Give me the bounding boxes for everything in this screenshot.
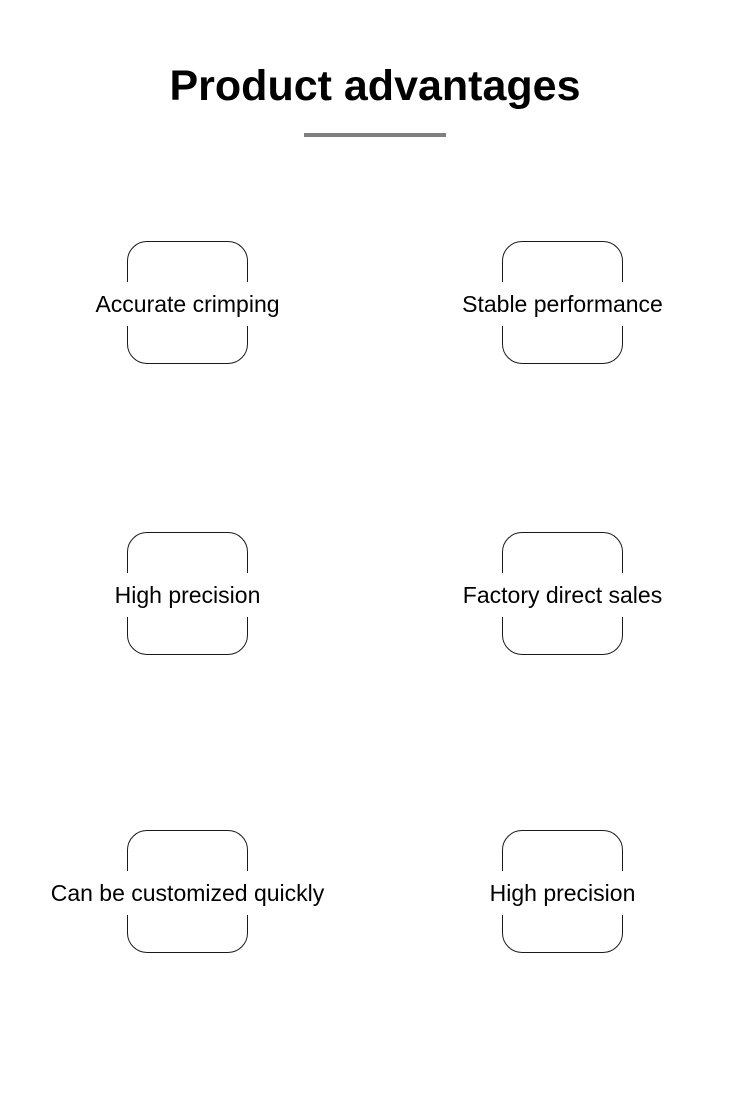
title-divider — [304, 133, 446, 138]
advantage-label: Can be customized quickly — [44, 871, 331, 915]
advantage-cell[interactable]: High precision — [375, 803, 750, 1084]
advantage-cell[interactable]: Factory direct sales — [375, 481, 750, 803]
advantage-cell[interactable]: Can be customized quickly — [0, 803, 375, 1084]
advantage-label: Accurate crimping — [89, 282, 286, 326]
advantage-label: High precision — [108, 573, 267, 617]
advantages-grid: Accurate crimping Stable performance Hig… — [0, 200, 750, 1084]
advantage-label: High precision — [483, 871, 642, 915]
advantage-cell[interactable]: High precision — [0, 481, 375, 803]
advantage-item[interactable]: Stable performance — [375, 241, 750, 367]
page-title: Product advantages — [169, 62, 581, 110]
advantage-label: Stable performance — [456, 282, 669, 326]
advantage-item[interactable]: Factory direct sales — [375, 532, 750, 658]
advantage-label: Factory direct sales — [456, 573, 669, 617]
advantage-cell[interactable]: Stable performance — [375, 200, 750, 481]
page-header: Product advantages — [0, 0, 750, 138]
advantage-item[interactable]: High precision — [375, 830, 750, 956]
advantage-item[interactable]: Accurate crimping — [0, 241, 375, 367]
advantage-item[interactable]: High precision — [0, 532, 375, 658]
advantage-item[interactable]: Can be customized quickly — [0, 830, 375, 956]
advantage-cell[interactable]: Accurate crimping — [0, 200, 375, 481]
